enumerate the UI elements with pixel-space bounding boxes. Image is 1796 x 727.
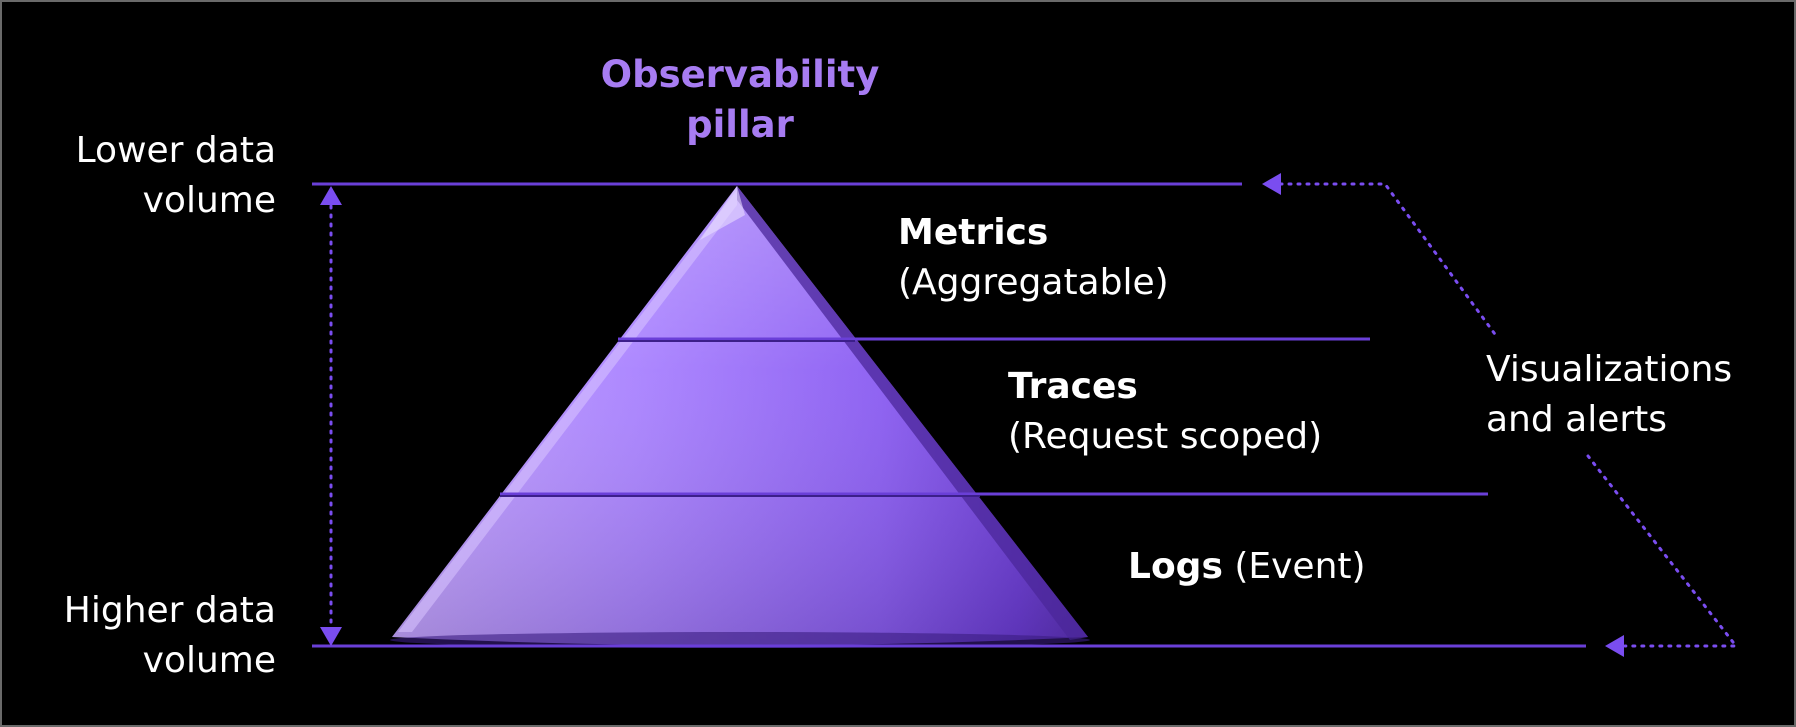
metrics-name: Metrics [898,212,1049,253]
logs-label: Logs (Event) [1128,542,1366,592]
logs-desc: (Event) [1234,546,1366,587]
logs-name: Logs [1128,546,1223,587]
metrics-label: Metrics (Aggregatable) [898,208,1169,308]
lower-volume-line2: volume [142,180,276,221]
lower-volume-line1: Lower data [75,130,276,171]
pyramid-left-highlight [398,190,737,632]
pyramid-right-edge [737,186,1088,640]
higher-volume-line1: Higher data [63,590,276,631]
higher-volume-label: Higher data volume [20,586,276,686]
volume-arrow [320,186,342,646]
visualizations-bracket [1262,173,1740,657]
visualizations-bracket-top-path [1278,182,1499,339]
visualizations-label: Visualizations and alerts [1486,345,1732,445]
lower-volume-label: Lower data volume [40,126,276,226]
diagram-title: Observability pillar [560,50,920,150]
traces-desc: (Request scoped) [1008,416,1323,457]
traces-name: Traces [1008,366,1138,407]
traces-label: Traces (Request scoped) [1008,362,1322,462]
higher-volume-line2: volume [142,640,276,681]
pyramid-top-highlight [700,186,745,240]
diagram-title-line2: pillar [686,103,794,146]
volume-arrow-down-head [320,627,342,646]
diagram-title-line1: Observability [600,53,880,96]
visualizations-line1: Visualizations [1486,349,1733,390]
visualizations-bracket-bottom-path [1586,454,1740,648]
pyramid-base-shadow [390,632,1090,648]
volume-arrow-up-head [320,186,342,205]
pyramid-sheen [392,186,1088,646]
pyramid [390,186,1090,648]
visualizations-arrow-bottom-head [1605,635,1624,657]
level-lines [312,182,1586,648]
visualizations-arrow-top-head [1262,173,1281,195]
metrics-desc: (Aggregatable) [898,262,1169,303]
visualizations-line2: and alerts [1486,399,1668,440]
